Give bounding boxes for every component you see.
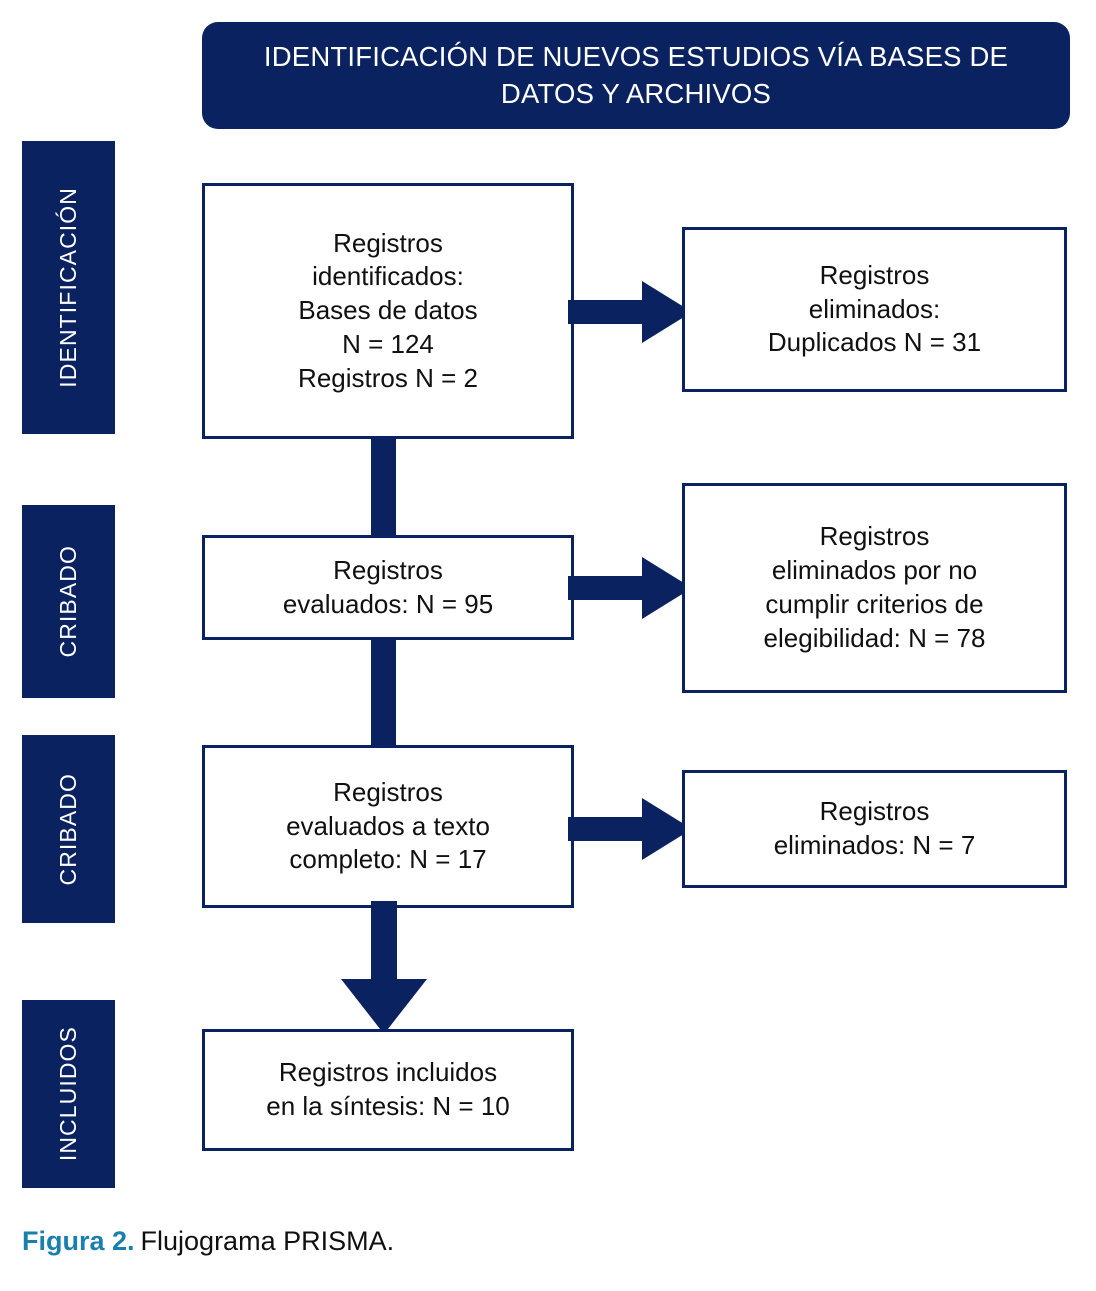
box-records-screened-text: Registros evaluados: N = 95 xyxy=(282,554,494,619)
box-fulltext-assessed: Registros evaluados a texto completo: N … xyxy=(202,745,574,908)
stage-label-text: INCLUIDOS xyxy=(55,1026,81,1162)
stage-label-cribado-2: CRIBADO xyxy=(22,735,115,923)
connector-identified-to-screened xyxy=(371,430,396,542)
arrow-right-icon-fulltext-to-removed xyxy=(568,796,692,862)
box-records-included: Registros incluidos en la síntesis: N = … xyxy=(202,1029,574,1151)
box-records-identified: Registros identificados: Bases de datos … xyxy=(202,183,574,439)
box-duplicates-removed-text: Registros eliminados: Duplicados N = 31 xyxy=(767,259,982,358)
diagram-header-banner: IDENTIFICACIÓN DE NUEVOS ESTUDIOS VÍA BA… xyxy=(202,22,1070,129)
box-records-identified-text: Registros identificados: Bases de datos … xyxy=(298,227,478,393)
header-title: IDENTIFICACIÓN DE NUEVOS ESTUDIOS VÍA BA… xyxy=(263,41,1009,109)
stage-label-identificacion: IDENTIFICACIÓN xyxy=(22,141,115,434)
figure-number: Figura 2. xyxy=(22,1226,135,1256)
arrow-right-icon-identified-to-duplicates xyxy=(568,279,692,345)
box-records-excluded-criteria-text: Registros eliminados por no cumplir crit… xyxy=(763,521,986,653)
box-duplicates-removed: Registros eliminados: Duplicados N = 31 xyxy=(682,227,1067,392)
arrow-down-icon-fulltext-to-included xyxy=(338,901,430,1034)
stage-label-text: IDENTIFICACIÓN xyxy=(55,187,81,388)
box-fulltext-removed: Registros eliminados: N = 7 xyxy=(682,770,1067,888)
arrow-right-icon-screened-to-excluded xyxy=(568,555,692,621)
stage-label-text: CRIBADO xyxy=(55,545,81,658)
box-fulltext-removed-text: Registros eliminados: N = 7 xyxy=(773,796,976,860)
box-records-screened: Registros evaluados: N = 95 xyxy=(202,535,574,640)
box-records-included-text: Registros incluidos en la síntesis: N = … xyxy=(266,1057,510,1121)
box-fulltext-assessed-text: Registros evaluados a texto completo: N … xyxy=(286,776,490,875)
connector-screened-to-fulltext xyxy=(371,632,396,752)
stage-label-incluidos: INCLUIDOS xyxy=(22,1000,115,1188)
stage-label-cribado-1: CRIBADO xyxy=(22,505,115,698)
box-records-excluded-criteria: Registros eliminados por no cumplir crit… xyxy=(682,483,1067,693)
figure-caption-text: Flujograma PRISMA. xyxy=(140,1226,395,1256)
figure-caption: Figura 2.Flujograma PRISMA. xyxy=(22,1226,394,1257)
stage-label-text: CRIBADO xyxy=(55,772,81,886)
